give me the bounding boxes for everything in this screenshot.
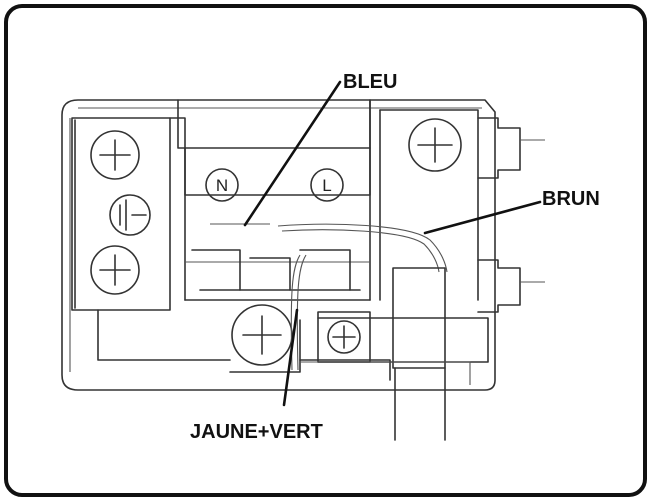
live-terminal-marker: L (310, 168, 344, 202)
blue-wire-label: BLEU (343, 71, 397, 93)
live-terminal-label: L (322, 176, 331, 195)
earth-wire-leader-line (282, 308, 299, 407)
power-cable (300, 267, 489, 441)
brown-wire-label: BRUN (542, 188, 600, 210)
brown-wire-leader-line (423, 200, 542, 235)
earth-symbol-marker (109, 194, 151, 236)
wire-bundle (210, 223, 448, 371)
blue-wire-leader-line (243, 80, 342, 227)
neutral-terminal-label: N (216, 176, 228, 195)
earth-screw-icon (231, 304, 293, 366)
earth-wire-label: JAUNE+VERT (190, 421, 323, 443)
top-left-screw-icon (90, 130, 140, 180)
terminal-housing (61, 99, 545, 391)
top-right-screw-icon (408, 118, 462, 172)
bottom-left-screw-icon (90, 245, 140, 295)
neutral-terminal-marker: N (205, 168, 239, 202)
